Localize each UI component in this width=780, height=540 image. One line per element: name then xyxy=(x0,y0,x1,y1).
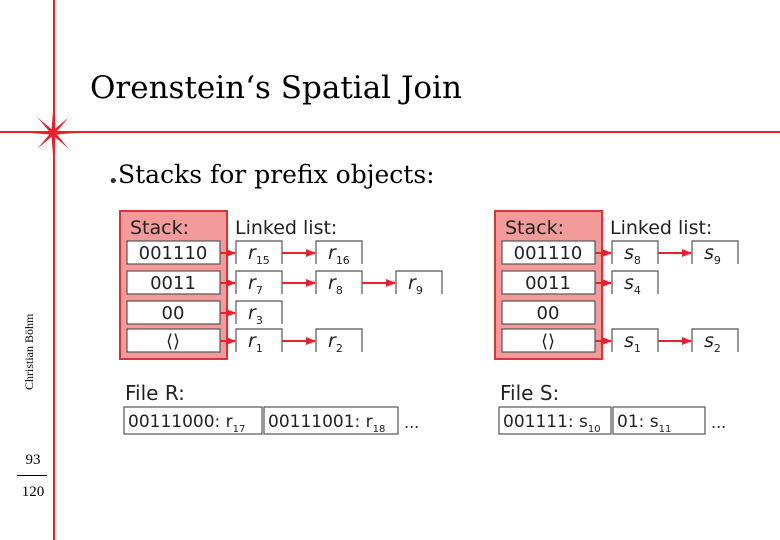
list-node xyxy=(315,240,363,264)
list-node xyxy=(691,240,739,264)
file-entry-label: 001111: s10 xyxy=(503,412,601,435)
file-ellipsis: ... xyxy=(404,413,419,432)
list-node xyxy=(395,270,443,294)
list-node-label: r1 xyxy=(248,330,263,355)
file-entry xyxy=(612,406,706,435)
file-entry-label: 00111000: r17 xyxy=(128,412,245,435)
stack-label: Stack: xyxy=(505,217,564,239)
list-node-label: r2 xyxy=(328,330,343,355)
stack-key: 0011 xyxy=(525,273,571,294)
page-total: 120 xyxy=(21,484,45,500)
page-number: 93 xyxy=(25,452,41,468)
file-entry xyxy=(263,406,399,435)
stack-key: 001110 xyxy=(139,243,208,264)
right-diagram: Stack: Linked list: 001110 s8 s9 0011 s4 00 ⟨⟩ s1… xyxy=(494,210,739,435)
stack-key: ⟨⟩ xyxy=(166,331,180,352)
list-node-label: s1 xyxy=(624,330,641,355)
linked-list-label: Linked list: xyxy=(235,217,337,239)
list-node xyxy=(315,328,363,352)
list-node-label: r9 xyxy=(408,272,423,297)
list-node-label: s9 xyxy=(704,242,721,267)
slide-title: Orenstein‘s Spatial Join xyxy=(90,70,462,106)
file-entry-label: 01: s11 xyxy=(617,412,671,435)
stack-key: 00 xyxy=(537,303,560,324)
file-entry-label: 00111001: r18 xyxy=(268,412,385,435)
file-ellipsis: ... xyxy=(711,413,726,432)
file-entry xyxy=(123,406,263,435)
starburst-icon xyxy=(31,111,75,155)
file-label: File R: xyxy=(125,381,185,405)
list-node-label: r7 xyxy=(248,272,263,297)
linked-list-label: Linked list: xyxy=(610,217,712,239)
list-node-label: s4 xyxy=(624,272,641,297)
left-diagram: Stack: Linked list: 001110 r15 r16 0011 r7 r8 r9… xyxy=(119,210,443,435)
file-entry xyxy=(498,406,612,435)
list-node-label: r16 xyxy=(328,242,350,267)
bullet-marker: • xyxy=(108,171,119,192)
page-divider xyxy=(17,475,47,476)
list-node-label: r3 xyxy=(248,302,263,327)
list-node xyxy=(691,328,739,352)
bullet-text: Stacks for prefix objects: xyxy=(118,160,435,189)
list-node-label: r8 xyxy=(328,272,343,297)
stack-label: Stack: xyxy=(130,217,189,239)
list-node xyxy=(611,270,659,294)
stack-key: 00 xyxy=(162,303,185,324)
stack-key: ⟨⟩ xyxy=(541,331,555,352)
list-node-label: r15 xyxy=(248,242,270,267)
stack-entry xyxy=(501,300,596,325)
stack-key: 001110 xyxy=(514,243,583,264)
list-node-label: s8 xyxy=(624,242,641,267)
stack-key: 0011 xyxy=(150,273,196,294)
vertical-accent-line xyxy=(53,0,55,540)
file-label: File S: xyxy=(500,381,559,405)
list-node xyxy=(235,300,283,324)
list-node-label: s2 xyxy=(704,330,721,355)
horizontal-accent-line xyxy=(0,131,780,133)
